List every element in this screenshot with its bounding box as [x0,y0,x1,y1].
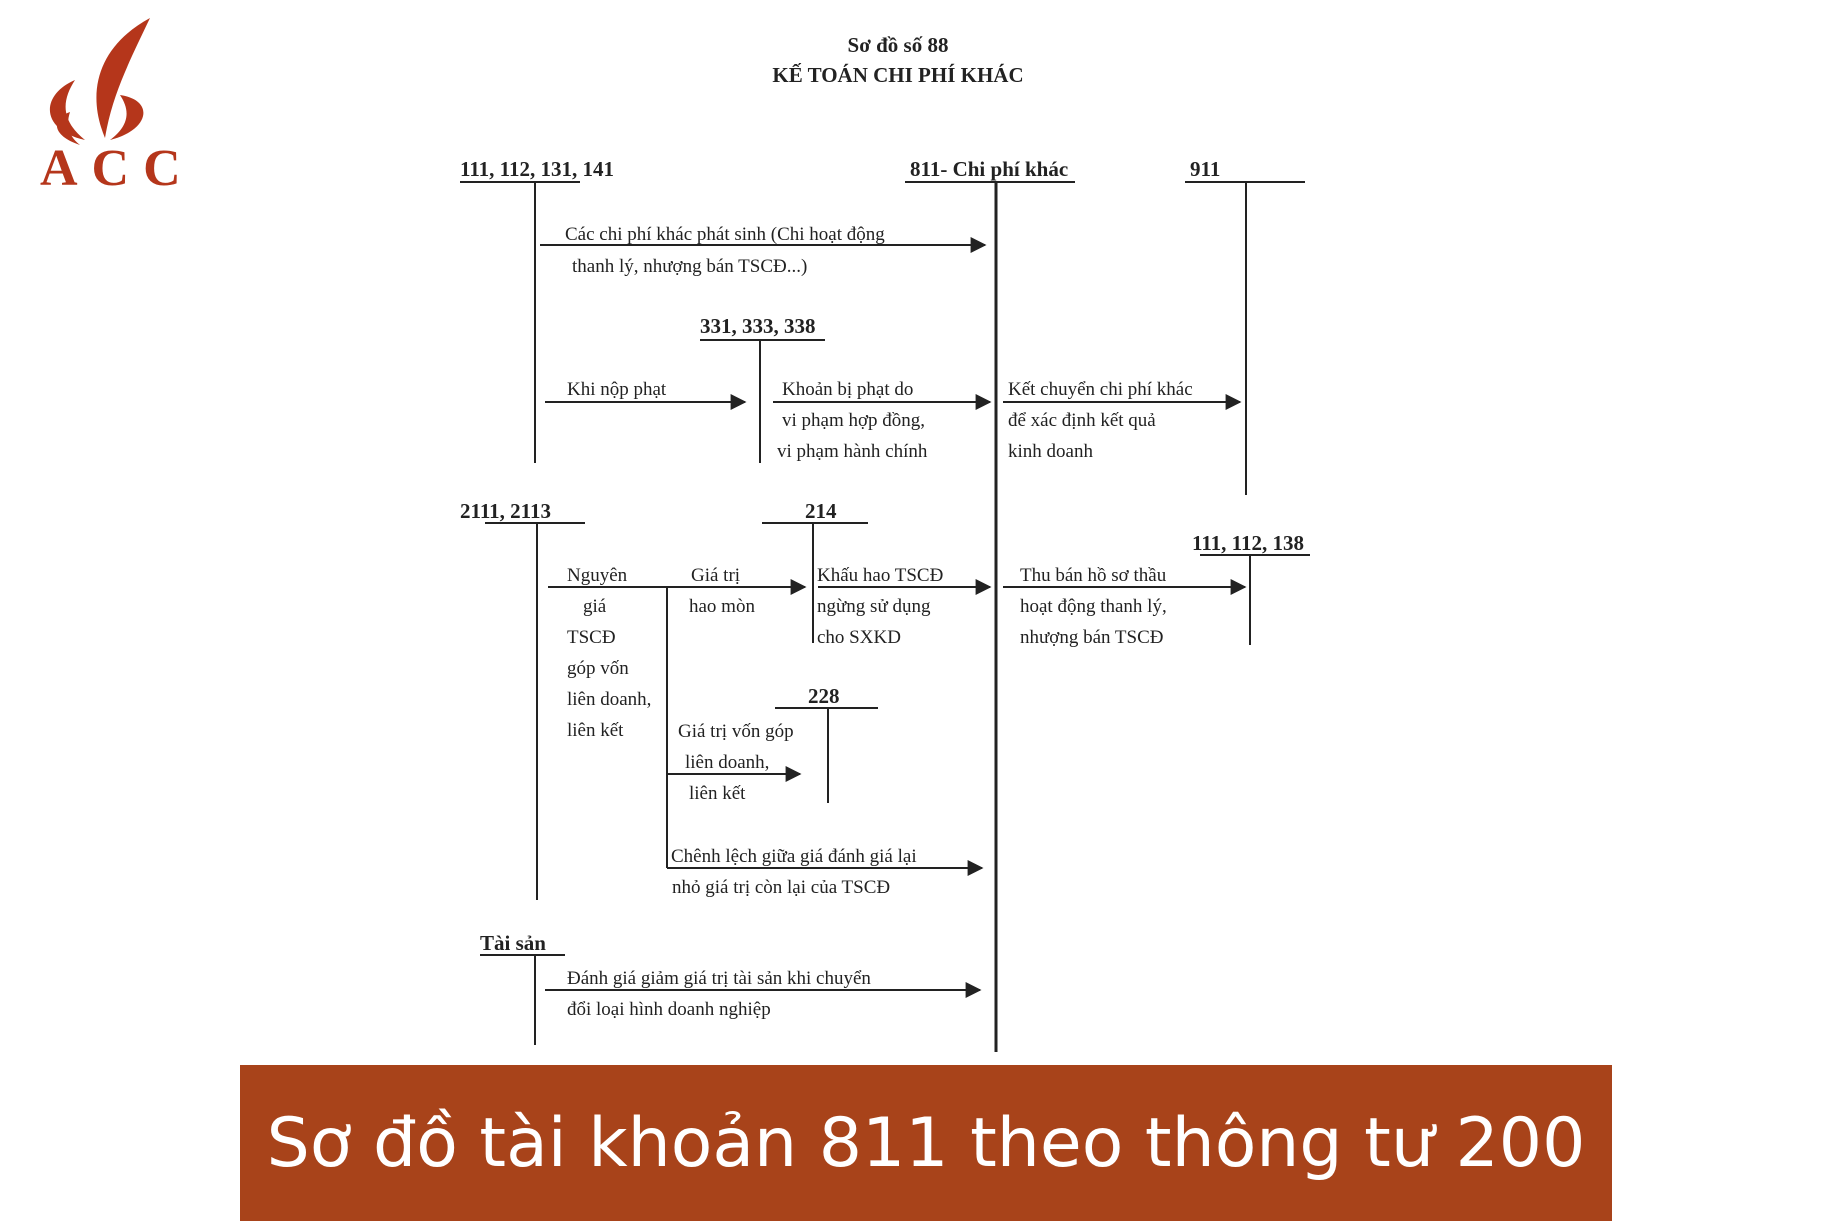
flame-logo-icon [49,18,150,145]
entry-original-cost: Nguyên giá TSCĐ góp vốn liên doanh, liên… [567,565,656,741]
caption-text: Sơ đồ tài khoản 811 theo thông tư 200 [266,1103,1586,1183]
account-911: 911 [1190,157,1220,181]
entry-capital-contribution: Giá trị vốn góp liên doanh, liên kết [678,721,798,804]
entry-other-costs: Các chi phí khác phát sinh (Chi hoạt độn… [565,224,890,277]
account-111-112-131-141: 111, 112, 131, 141 [460,157,614,181]
entry-pay-penalty: Khi nộp phạt [567,379,667,400]
entry-revaluation-difference: Chênh lệch giữa giá đánh giá lại nhỏ giá… [671,846,921,898]
account-228: 228 [808,684,840,708]
logo-text: ACC [40,140,195,197]
entry-bid-sale: Thu bán hồ sơ thầu hoạt động thanh lý, n… [1020,565,1171,648]
entry-transfer-to-911: Kết chuyển chi phí khác để xác định kết … [1008,379,1197,462]
account-214: 214 [805,499,837,523]
diagram-number: Sơ đồ số 88 [848,33,949,57]
caption-banner: Sơ đồ tài khoản 811 theo thông tư 200 [240,1065,1612,1221]
account-331-333-338: 331, 333, 338 [700,314,816,338]
entry-accumulated-depreciation: Giá trị hao mòn [689,565,755,617]
entry-depreciation-stopped: Khấu hao TSCĐ ngừng sử dụng cho SXKD [817,565,948,648]
account-tai-san: Tài sản [480,931,546,955]
entry-asset-devaluation: Đánh giá giảm giá trị tài sản khi chuyển… [567,968,876,1020]
account-811: 811- Chi phí khác [910,157,1068,181]
diagram-title: KẾ TOÁN CHI PHÍ KHÁC [772,63,1023,87]
entry-penalty: Khoản bị phạt do vi phạm hợp đồng, vi ph… [777,379,930,462]
account-111-112-138: 111, 112, 138 [1192,531,1304,555]
account-2111-2113: 2111, 2113 [460,499,551,523]
acc-logo: ACC [40,18,195,197]
